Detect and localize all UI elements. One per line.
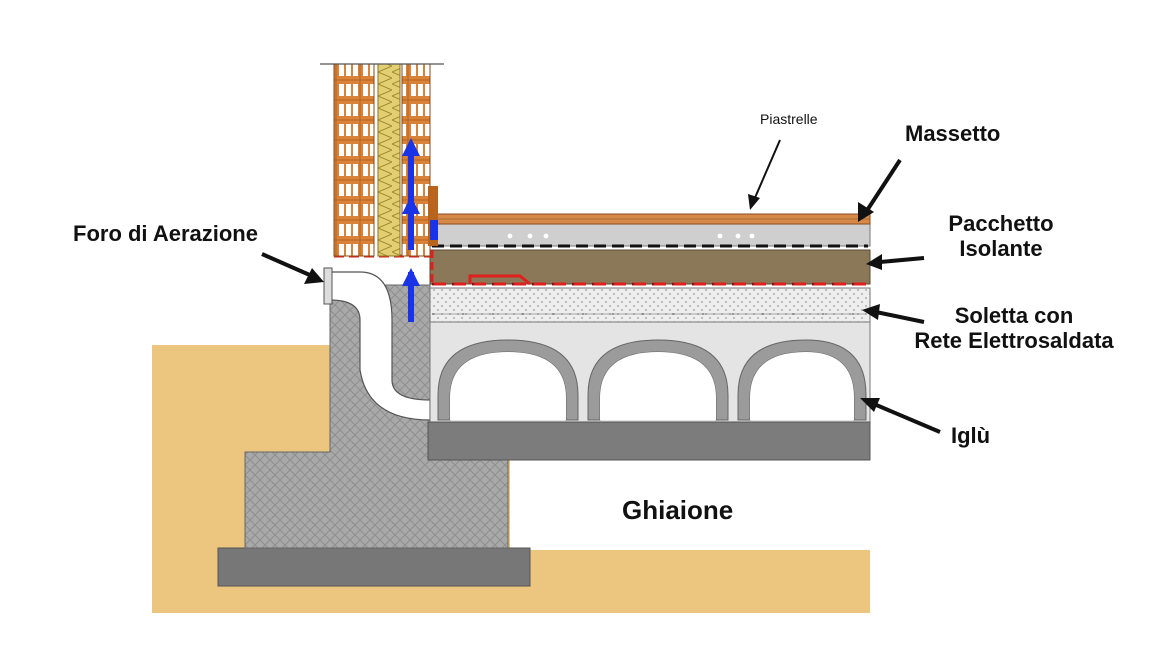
- label-soletta-line2: Rete Elettrosaldata: [914, 327, 1114, 353]
- skirting: [428, 186, 438, 246]
- label-foro-aerazione: Foro di Aerazione: [73, 221, 258, 246]
- label-ghiaione: Ghiaione: [622, 495, 734, 525]
- label-pacchetto-isolante: Pacchetto Isolante: [926, 211, 1076, 261]
- base-slab: [427, 421, 871, 461]
- vent-opening: [323, 267, 333, 305]
- brick-wall-right: [401, 63, 431, 257]
- label-pacchetto-line1: Pacchetto: [948, 211, 1054, 236]
- label-massetto: Massetto: [905, 121, 1001, 146]
- label-soletta-line1: Soletta con: [954, 303, 1074, 328]
- igloo-arches: [437, 339, 867, 421]
- pointer-arrow-icon: [261, 139, 941, 434]
- label-soletta: Soletta con Rete Elettrosaldata: [884, 303, 1144, 353]
- screed-layer: [429, 223, 871, 247]
- gravel-bed: [510, 458, 870, 550]
- arrow-up-icon: [402, 138, 438, 322]
- screed-dots: [507, 233, 755, 239]
- label-pacchetto-line2: Isolante: [959, 235, 1043, 261]
- label-iglu: Iglù: [951, 423, 991, 448]
- red-membrane-loop: [468, 274, 531, 286]
- wall-insulation: [377, 63, 401, 257]
- insulation-package: [429, 249, 871, 285]
- structural-slab: [429, 287, 871, 323]
- label-piastrelle: Piastrelle: [760, 111, 818, 127]
- brick-wall-left: [333, 63, 375, 257]
- footing-base: [217, 547, 531, 587]
